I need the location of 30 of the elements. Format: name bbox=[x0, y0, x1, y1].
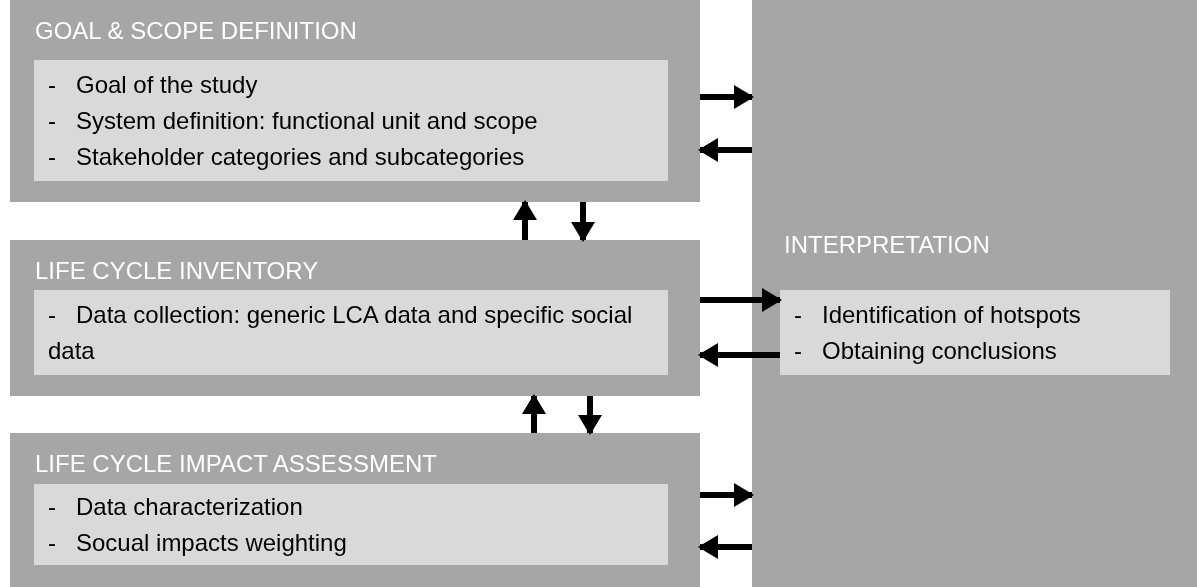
arrow bbox=[698, 343, 780, 367]
arrow bbox=[571, 202, 595, 242]
list-item: - Socual impacts weighting bbox=[48, 527, 348, 558]
list-item: - Goal of the study bbox=[48, 69, 259, 100]
content-box bbox=[34, 290, 668, 375]
arrow bbox=[700, 483, 754, 507]
content-box bbox=[34, 60, 668, 181]
stage-title: GOAL & SCOPE DEFINITION bbox=[35, 16, 357, 46]
arrow bbox=[698, 138, 752, 162]
arrow bbox=[513, 200, 537, 240]
list-item: - Data characterization bbox=[48, 491, 304, 522]
stage-panel bbox=[752, 0, 1197, 587]
stage-title: INTERPRETATION bbox=[784, 230, 990, 260]
arrow bbox=[700, 85, 754, 109]
list-item: - System definition: functional unit and scope bbox=[48, 105, 539, 136]
arrow bbox=[522, 394, 546, 433]
list-item: - Data collection: generic LCA data and specific social data bbox=[48, 299, 634, 366]
stage-panel bbox=[10, 0, 700, 202]
stage-title: LIFE CYCLE IMPACT ASSESSMENT bbox=[35, 449, 437, 479]
stage-panel bbox=[10, 240, 700, 396]
arrow bbox=[700, 288, 782, 312]
arrow bbox=[698, 535, 752, 559]
content-box bbox=[780, 290, 1170, 375]
list-item: - Obtaining conclusions bbox=[794, 335, 1058, 366]
content-box bbox=[34, 484, 668, 565]
list-item: - Identification of hotspots bbox=[794, 299, 1082, 330]
stage-title: LIFE CYCLE INVENTORY bbox=[35, 256, 319, 286]
stage-panel bbox=[10, 433, 700, 587]
arrow bbox=[578, 396, 602, 435]
list-item: - Stakeholder categories and subcategories bbox=[48, 141, 526, 172]
